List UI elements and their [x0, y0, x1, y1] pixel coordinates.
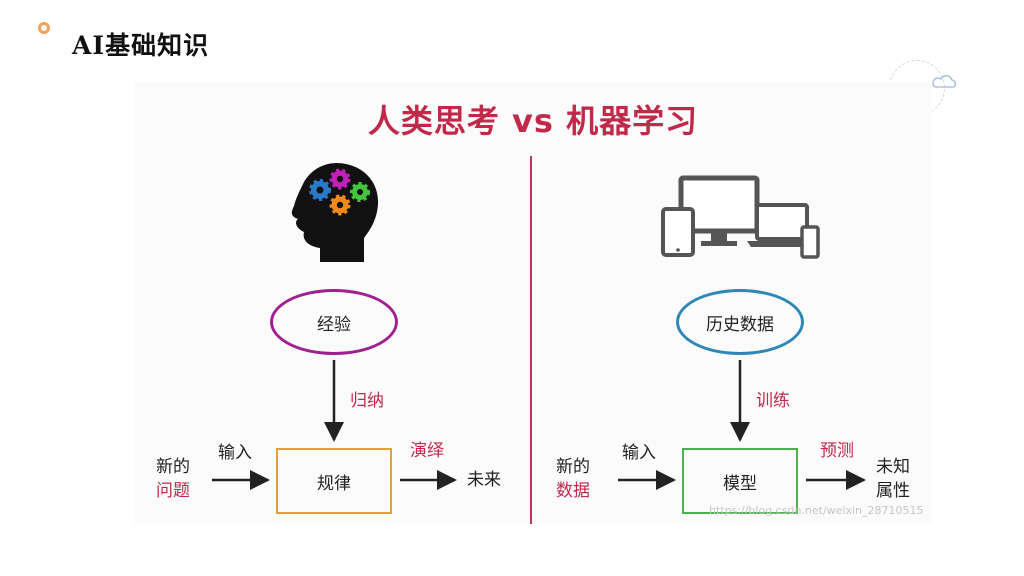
slide-title: AI基础知识: [72, 31, 210, 60]
gear-green-icon: [350, 182, 370, 202]
new-data-label: 新的 数据: [556, 455, 590, 503]
head-with-gears-icon: [291, 162, 379, 262]
new-data-line1: 新的: [556, 457, 590, 477]
left-input-label: 输入: [218, 443, 252, 463]
figure-title: 人类思考 vs 机器学习: [367, 102, 699, 140]
cloud-icon: [932, 75, 957, 88]
new-problem-label: 新的 问题: [156, 455, 190, 503]
new-data-line2: 数据: [556, 481, 590, 501]
rules-box: 规律: [276, 448, 392, 514]
bullet-icon: [38, 22, 50, 34]
arrows-layer: [212, 360, 866, 490]
center-divider: [530, 156, 532, 524]
diagram-card: 人类思考 vs 机器学习: [134, 82, 932, 524]
unknown-attribute-line1: 未知: [876, 457, 910, 477]
unknown-attribute-line2: 属性: [876, 481, 910, 501]
future-label: 未来: [467, 470, 501, 490]
induction-label: 归纳: [350, 391, 384, 411]
new-problem-line2: 问题: [156, 481, 190, 501]
deduction-label: 演绎: [410, 441, 444, 461]
model-box: 模型: [682, 448, 798, 514]
experience-oval: 经验: [270, 289, 398, 355]
new-problem-line1: 新的: [156, 457, 190, 477]
devices-icon: [661, 175, 820, 259]
gear-blue-icon: [309, 179, 331, 201]
prediction-label: 预测: [820, 441, 854, 461]
gear-magenta-icon: [329, 168, 351, 190]
right-input-label: 输入: [622, 443, 656, 463]
watermark: https://blog.csdn.net/weixin_28710515: [709, 504, 924, 517]
historical-data-oval: 历史数据: [676, 289, 804, 355]
training-label: 训练: [756, 391, 790, 411]
gear-orange-icon: [329, 194, 351, 216]
unknown-attribute-label: 未知 属性: [876, 455, 910, 503]
